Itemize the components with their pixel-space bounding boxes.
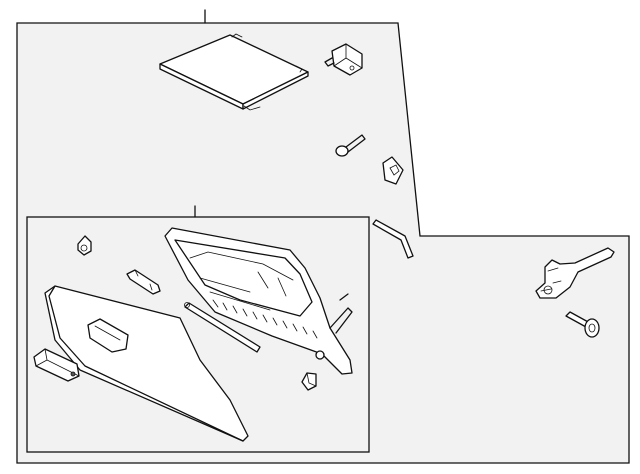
rod-icon [372,219,414,259]
retainer-clip-icon [126,269,161,295]
damper-rod-icon [184,302,261,353]
latch-bracket-icon [535,247,615,299]
sensor-module-icon [324,43,363,76]
glove-box-bin-icon [164,227,353,375]
bumper-stop-icon [77,235,92,256]
glove-box-door-icon [44,285,249,442]
door-stop-icon [301,372,317,391]
pin-clip-icon [335,134,366,157]
bracket-clip-icon [382,156,404,185]
bolt-icon [565,311,600,338]
latch-button-icon [33,348,80,382]
cover-panel-icon [159,33,309,111]
hinge-pin-icon [339,293,349,301]
